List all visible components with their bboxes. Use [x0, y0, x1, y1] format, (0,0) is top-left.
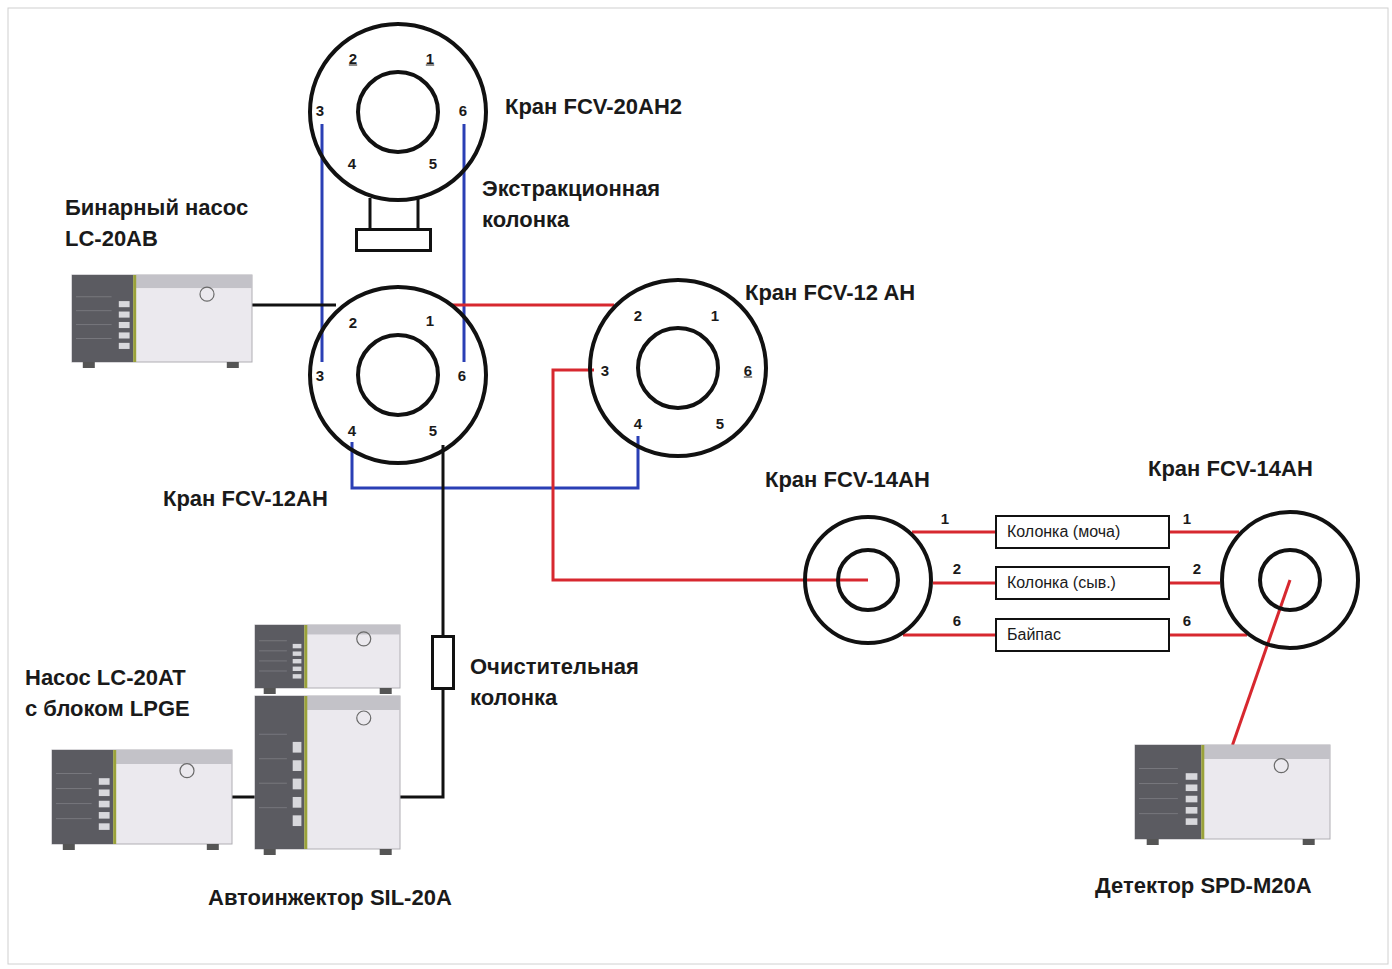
device-heading: Автоинжектор SIL-20A [208, 883, 452, 914]
device-heading: Кран FCV-12 AH [745, 278, 915, 309]
device-outline [1135, 745, 1330, 845]
port-number: 6 [744, 363, 752, 378]
tubing-line [1233, 580, 1291, 745]
tubing-line [1170, 634, 1247, 637]
port-number: 6 [458, 368, 466, 383]
cleaning-column: Очистительная колонка [431, 635, 455, 690]
port-number: 6 [953, 613, 961, 628]
valve-node: Кран FCV-12 AH [588, 278, 768, 458]
port-number: 3 [601, 363, 609, 378]
detector-device: Детектор SPD-M20A [1135, 745, 1330, 845]
tubing-line [1170, 531, 1239, 534]
tubing-line [442, 445, 445, 635]
valve-outline [588, 278, 768, 458]
port-number: 6 [459, 103, 467, 118]
port-number: 4 [348, 423, 356, 438]
port-number: 5 [429, 423, 437, 438]
device-heading: Детектор SPD-M20A [1095, 871, 1312, 902]
column-label: Байпас [1007, 626, 1061, 644]
valve-node: Кран FCV-14AH [803, 515, 933, 645]
device-heading: Кран FCV-14AH [1148, 454, 1313, 485]
device-heading: Экстракционная колонка [482, 174, 717, 236]
pump-device: Насос LC-20AT с блоком LPGE [52, 750, 232, 850]
rect-outline [431, 635, 455, 690]
valve-outline [1220, 510, 1360, 650]
port-number: 3 [316, 103, 324, 118]
tubing-line [417, 198, 420, 228]
port-number: 5 [429, 156, 437, 171]
pump-device: Бинарный насос LC-20AB [72, 275, 252, 368]
port-number: 2 [634, 308, 642, 323]
tubing-line [912, 531, 995, 534]
device-heading: Кран FCV-14AH [765, 465, 930, 496]
port-number: 3 [316, 368, 324, 383]
frame [8, 8, 1388, 964]
bypass-box: Байпас [995, 618, 1170, 652]
device-heading: Бинарный насос LC-20AB [65, 193, 270, 255]
autoinjector-device: Автоинжектор SIL-20A [255, 625, 400, 855]
port-number: 1 [426, 313, 434, 328]
port-number: 2 [1193, 561, 1201, 576]
port-number: 1 [1183, 511, 1191, 526]
column-label: Колонка (сыв.) [1007, 574, 1116, 592]
tubing-line [1170, 582, 1220, 585]
port-number: 2 [349, 51, 357, 66]
tubing-line [232, 796, 255, 799]
column-box: Колонка (сыв.) [995, 566, 1170, 600]
tubing-line [903, 634, 995, 637]
device-heading: Очистительная колонка [470, 652, 695, 714]
port-number: 4 [634, 416, 642, 431]
tubing-line [452, 304, 614, 307]
rect-outline [355, 228, 432, 252]
extraction-column: Экстракционная колонка [355, 228, 432, 252]
device-outline [52, 750, 232, 850]
port-number: 6 [1183, 613, 1191, 628]
device-heading: Кран FCV-12AH [163, 484, 328, 515]
tubing-line [252, 304, 336, 307]
column-box: Колонка (моча) [995, 515, 1170, 549]
device-heading: Кран FCV-20AH2 [505, 92, 682, 123]
port-number: 5 [716, 416, 724, 431]
tubing-line [369, 198, 372, 228]
port-number: 2 [953, 561, 961, 576]
port-number: 1 [941, 511, 949, 526]
port-number: 1 [426, 51, 434, 66]
valve-outline [803, 515, 933, 645]
port-number: 1 [711, 308, 719, 323]
tubing-line [933, 582, 995, 585]
tubing-line [400, 690, 443, 797]
column-label: Колонка (моча) [1007, 523, 1120, 541]
port-number: 4 [348, 156, 356, 171]
device-heading: Насос LC-20AT с блоком LPGE [25, 663, 199, 725]
valve-node: Кран FCV-14AH [1220, 510, 1360, 650]
device2-outline [255, 625, 400, 855]
device-outline [72, 275, 252, 368]
port-number: 2 [349, 315, 357, 330]
tubing-line [463, 124, 466, 362]
